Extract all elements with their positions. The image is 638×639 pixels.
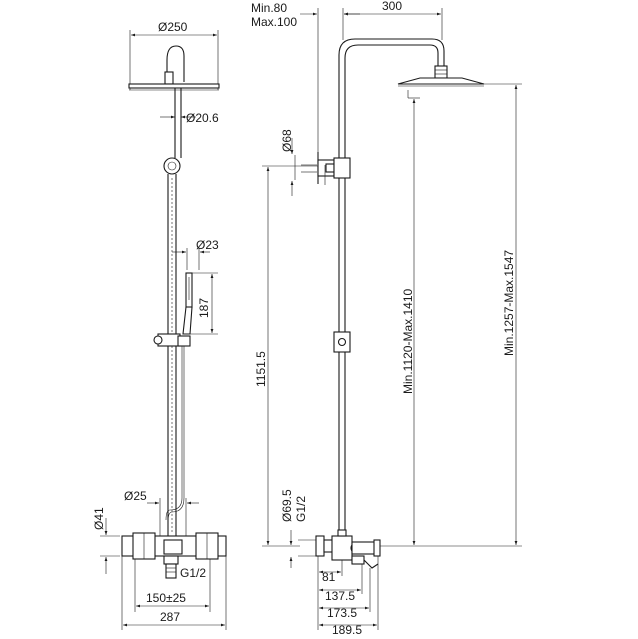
front-view: Ø250 Ø20.6 Ø23 187	[92, 20, 227, 630]
front-inlet-thread-label: G1/2	[180, 566, 206, 580]
knob-diameter-label: Ø25	[124, 489, 147, 503]
overall-height-label: Min.1257-Max.1547	[502, 250, 516, 356]
depth-81-label: 81	[322, 570, 336, 584]
wall-max-label: Max.100	[251, 15, 297, 29]
handshower-diameter-label: Ø23	[196, 238, 219, 252]
valve-body-diameter-label: Ø41	[92, 507, 106, 530]
overall-width-label: 287	[160, 610, 180, 624]
arm-diameter-label: Ø20.6	[186, 111, 219, 125]
depth-137-label: 137.5	[325, 589, 355, 603]
side-view: Min.80 Max.100 300 Ø68	[251, 0, 522, 637]
depth-189-label: 189.5	[332, 623, 362, 637]
head-diameter-label: Ø250	[158, 20, 188, 34]
wall-min-label: Min.80	[251, 1, 287, 15]
head-height-label: Min.1120-Max.1410	[401, 289, 415, 394]
bracket-diameter-label: Ø68	[280, 129, 294, 152]
side-inlet-thread-label: G1/2	[294, 496, 308, 522]
handshower-length-label: 187	[197, 298, 211, 318]
arm-reach-label: 300	[382, 0, 402, 13]
rail-height-label: 1151.5	[254, 351, 268, 387]
depth-173-label: 173.5	[327, 606, 357, 620]
escutcheon-diameter-label: Ø69.5	[280, 489, 294, 522]
inlet-spacing-label: 150±25	[146, 591, 186, 605]
